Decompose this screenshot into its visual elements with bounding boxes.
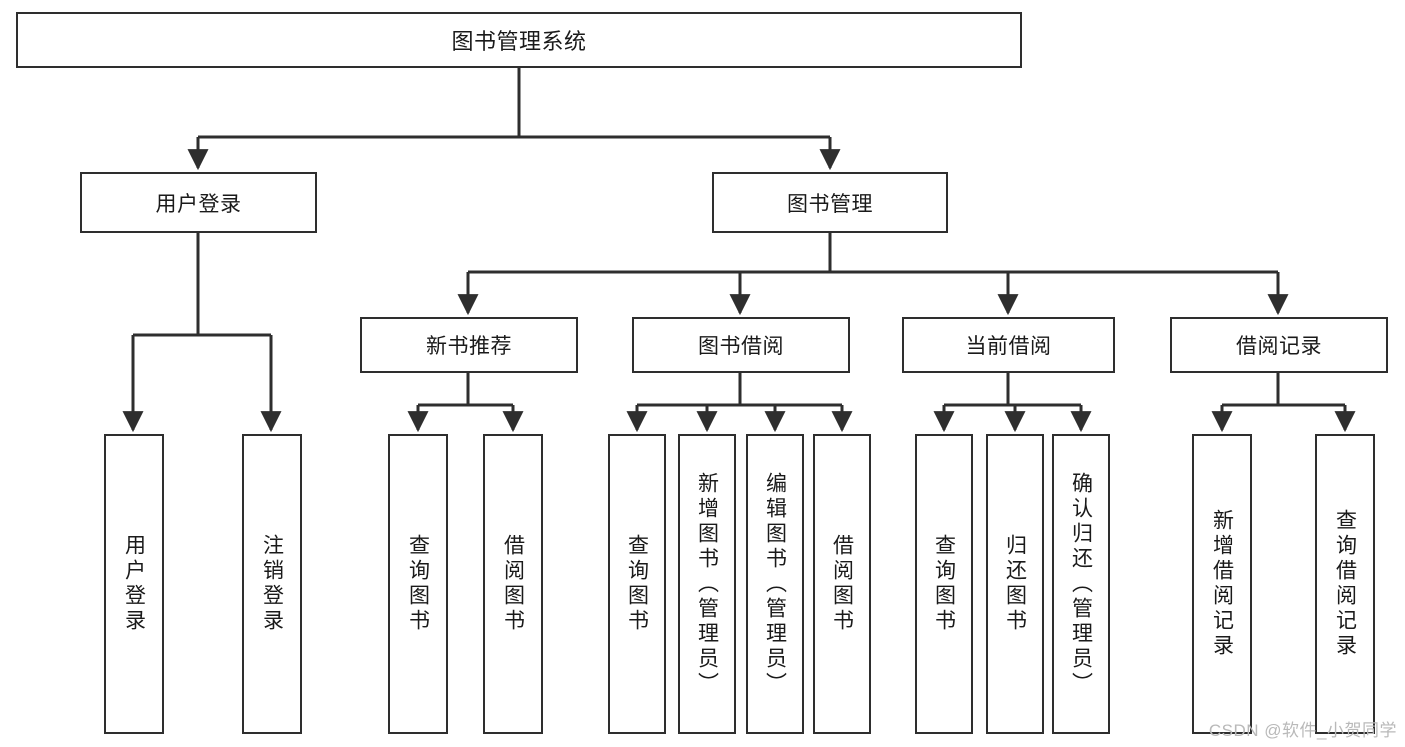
leaf-edit-book-admin[interactable]: 编辑图书（管理员） [746,434,804,734]
leaf-label: 编辑图书（管理员） [763,471,787,697]
leaf-label: 确认归还（管理员） [1069,471,1093,697]
node-book-management[interactable]: 图书管理 [712,172,948,233]
node-current-borrow[interactable]: 当前借阅 [902,317,1115,373]
node-new-book-recommend[interactable]: 新书推荐 [360,317,578,373]
node-user-login[interactable]: 用户登录 [80,172,317,233]
leaf-query-book-current[interactable]: 查询图书 [915,434,973,734]
leaf-label: 新增借阅记录 [1210,509,1234,659]
leaf-return-book[interactable]: 归还图书 [986,434,1044,734]
leaf-label: 借阅图书 [830,534,854,634]
leaf-add-borrow-record[interactable]: 新增借阅记录 [1192,434,1252,734]
leaf-query-borrow-record[interactable]: 查询借阅记录 [1315,434,1375,734]
node-book-borrow[interactable]: 图书借阅 [632,317,850,373]
leaf-confirm-return-admin[interactable]: 确认归还（管理员） [1052,434,1110,734]
leaf-label: 新增图书（管理员） [695,471,719,697]
leaf-label: 查询图书 [406,534,430,634]
leaf-query-book-borrow[interactable]: 查询图书 [608,434,666,734]
leaf-label: 查询图书 [932,534,956,634]
leaf-label: 归还图书 [1003,534,1027,634]
leaf-label: 查询图书 [625,534,649,634]
leaf-label: 借阅图书 [501,534,525,634]
watermark: CSDN @软件_小贺同学 [1208,721,1397,740]
leaf-borrow-book-recommend[interactable]: 借阅图书 [483,434,543,734]
leaf-label: 用户登录 [122,534,146,634]
leaf-logout[interactable]: 注销登录 [242,434,302,734]
leaf-query-book-recommend[interactable]: 查询图书 [388,434,448,734]
leaf-user-login[interactable]: 用户登录 [104,434,164,734]
leaf-borrow-book[interactable]: 借阅图书 [813,434,871,734]
node-root[interactable]: 图书管理系统 [16,12,1022,68]
leaf-label: 查询借阅记录 [1333,509,1357,659]
leaf-add-book-admin[interactable]: 新增图书（管理员） [678,434,736,734]
node-borrow-records[interactable]: 借阅记录 [1170,317,1388,373]
leaf-label: 注销登录 [260,534,284,634]
